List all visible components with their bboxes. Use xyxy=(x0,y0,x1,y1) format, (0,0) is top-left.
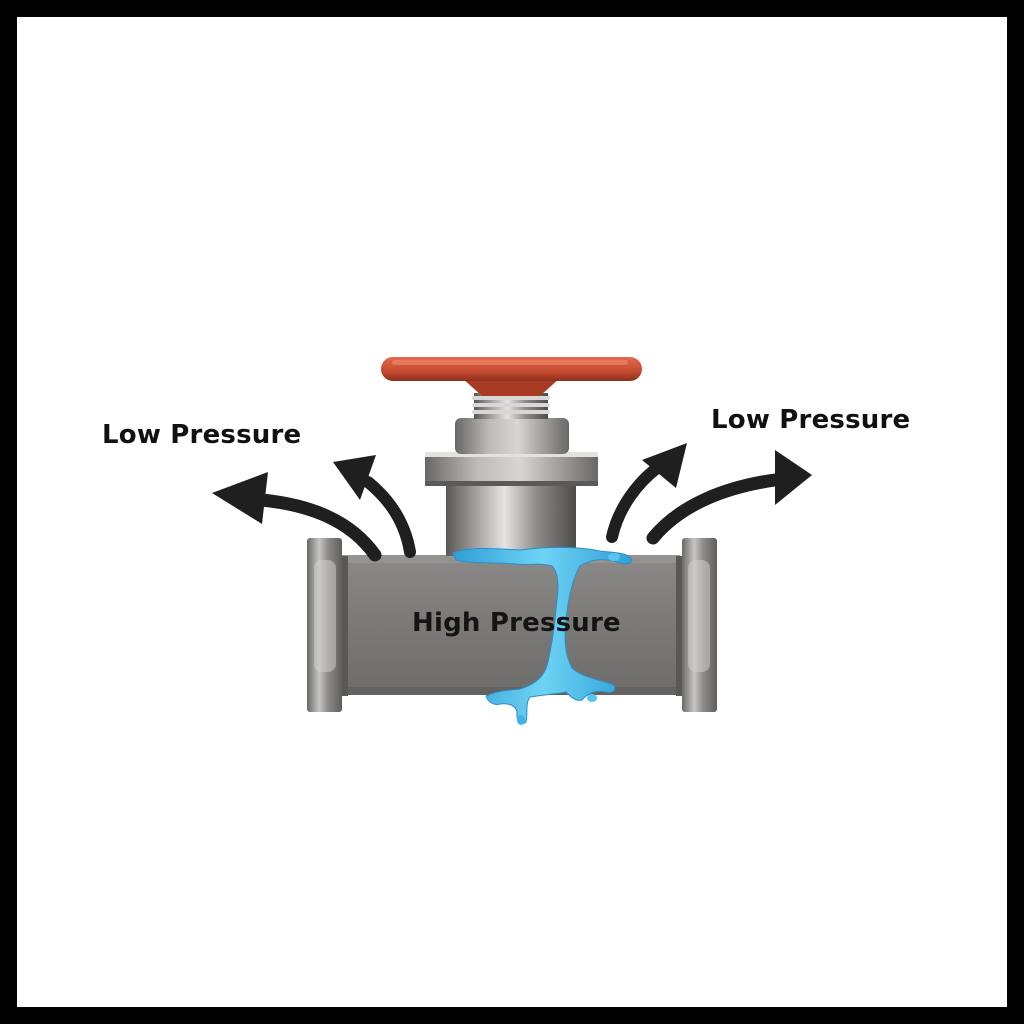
high-pressure-label: High Pressure xyxy=(412,608,621,638)
low-pressure-label-right: Low Pressure xyxy=(711,405,911,435)
right-flange xyxy=(676,538,717,712)
arrow-right-inner xyxy=(606,443,687,543)
threaded-stem xyxy=(472,393,550,419)
handwheel xyxy=(381,357,642,396)
arrow-left-inner xyxy=(333,455,416,558)
low-pressure-label-left: Low Pressure xyxy=(102,420,302,450)
arrow-left-outer xyxy=(212,472,382,562)
left-flange xyxy=(307,538,348,712)
arrow-right-outer xyxy=(646,450,812,545)
water-leak-icon xyxy=(452,547,633,725)
valve-bonnet xyxy=(425,418,598,556)
